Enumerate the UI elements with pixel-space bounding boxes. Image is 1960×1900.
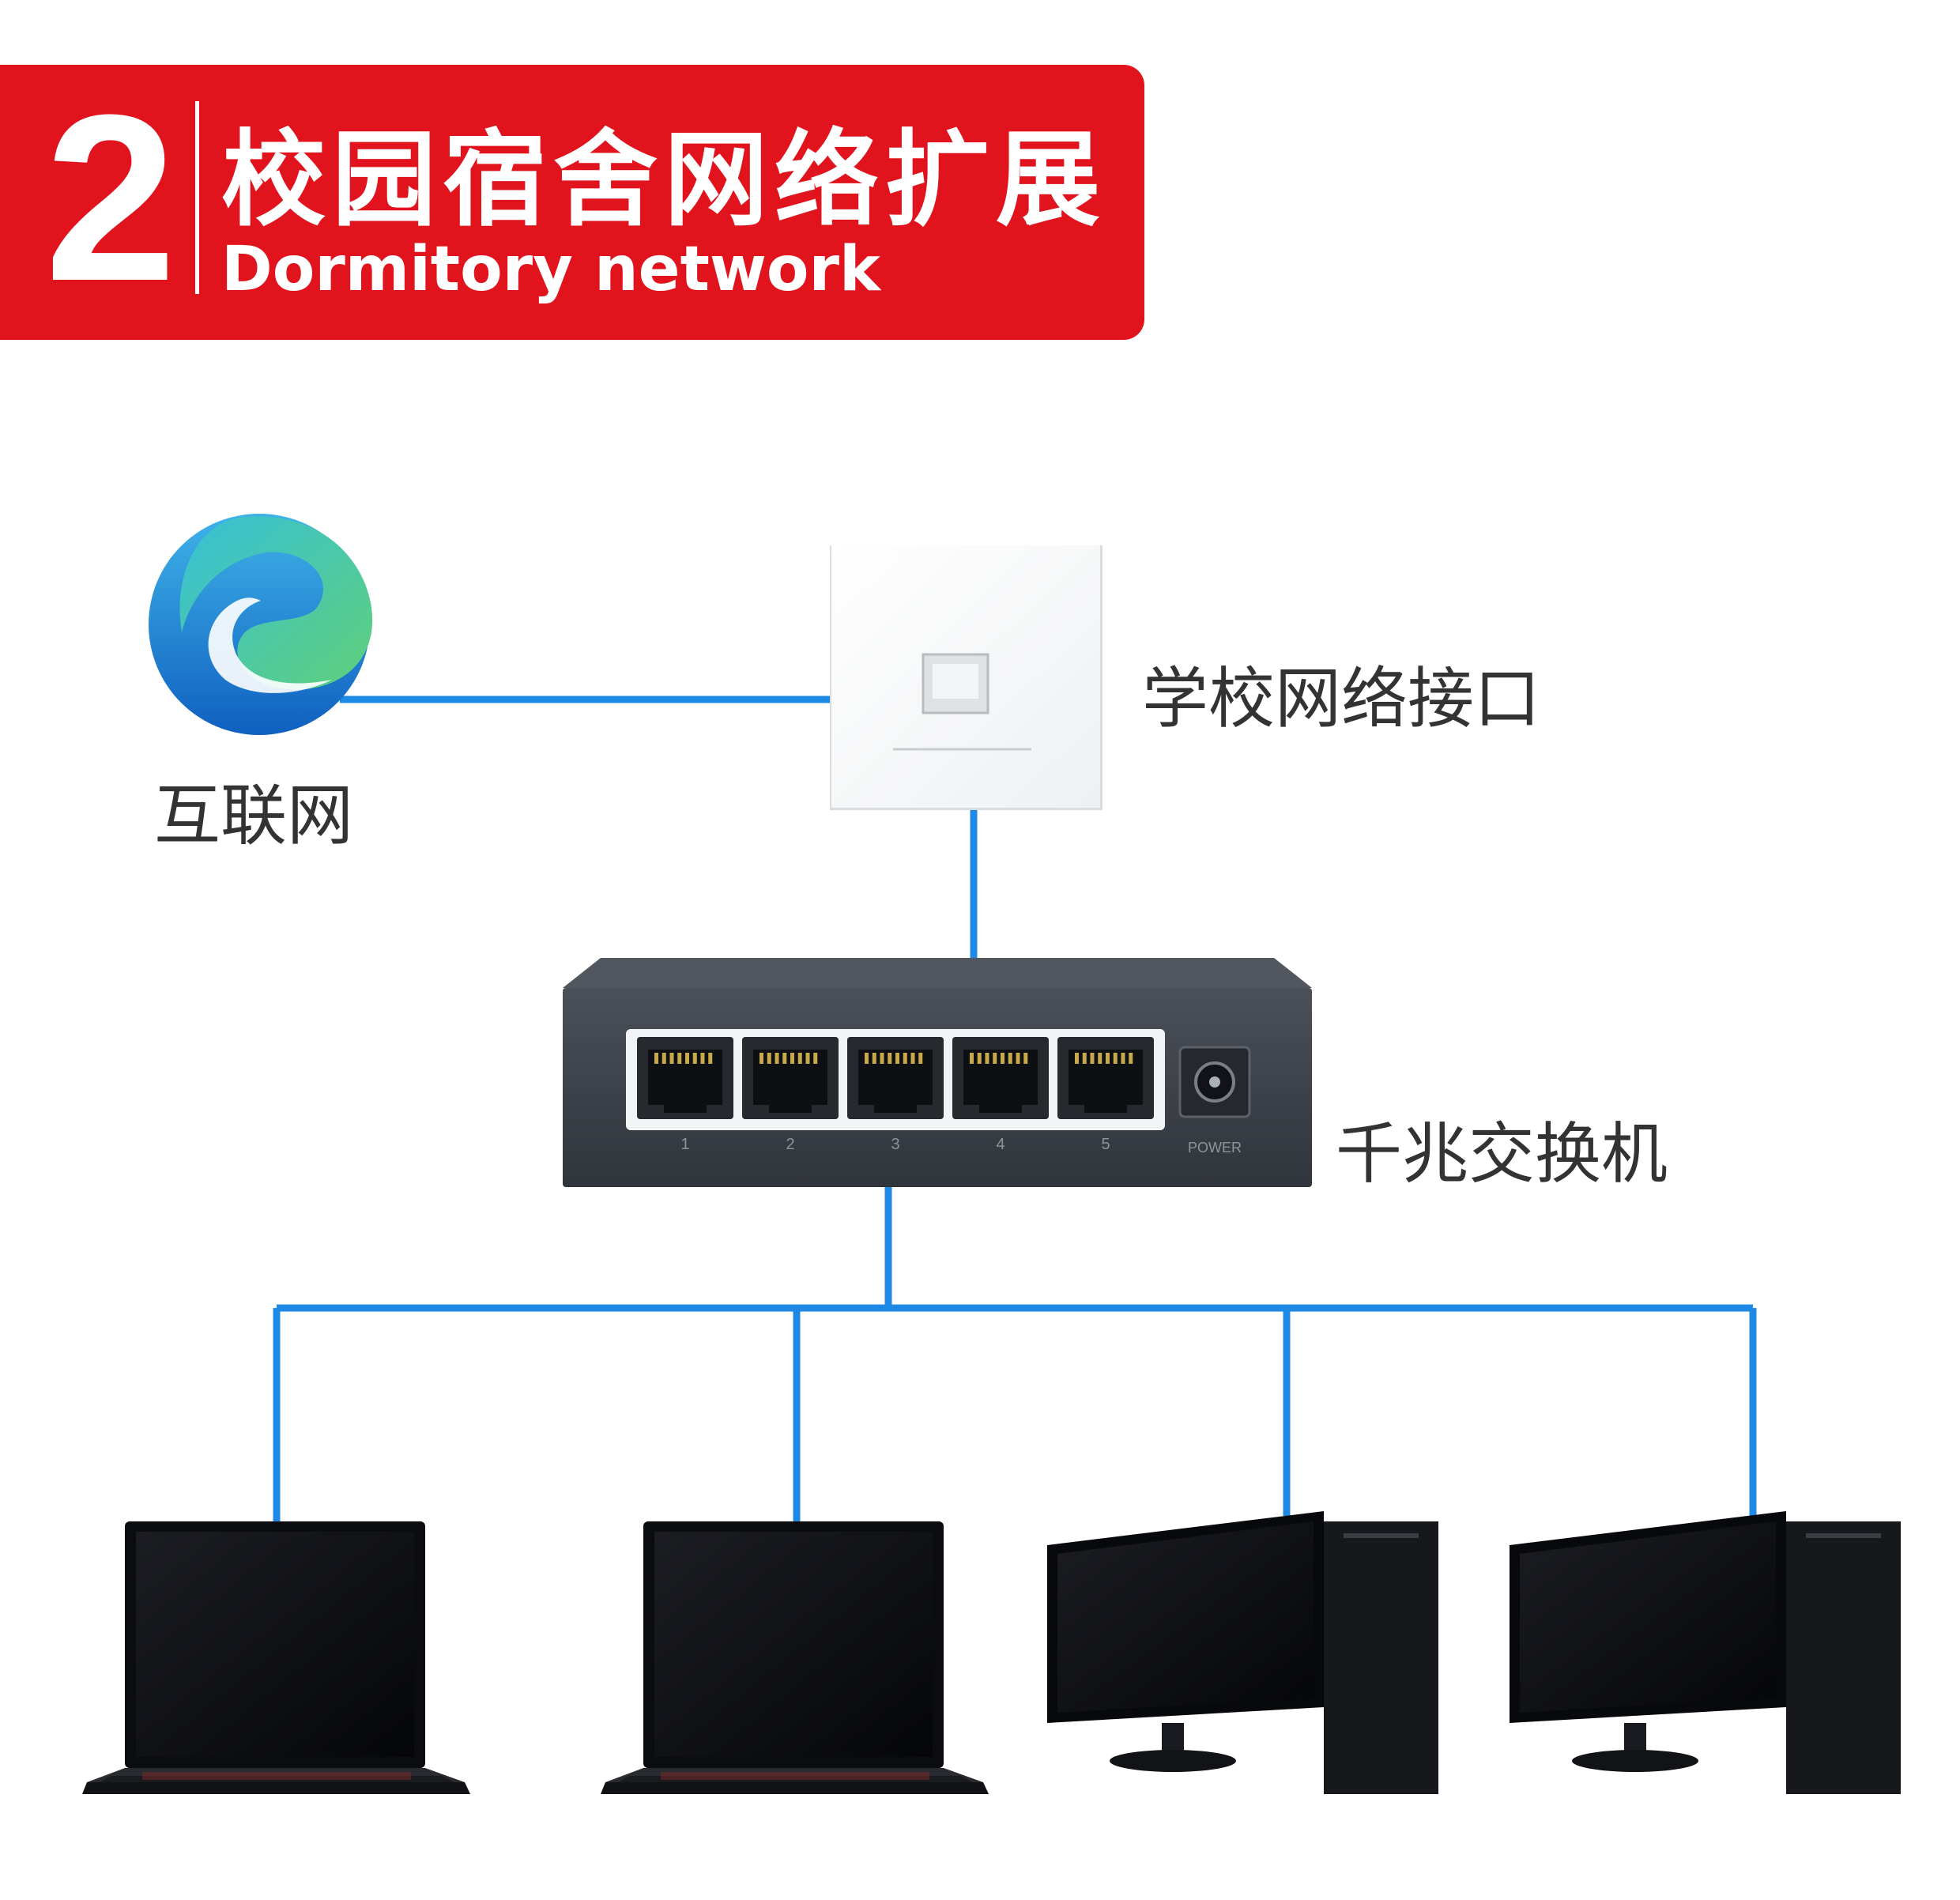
switch-ports: 1 2 3 4 5 <box>637 1037 1154 1153</box>
switch-port-4 <box>952 1037 1049 1119</box>
switch-port-1 <box>637 1037 733 1119</box>
switch-port-2 <box>742 1037 839 1119</box>
port-number-label: 1 <box>680 1136 689 1153</box>
port-number-label: 4 <box>996 1136 1004 1153</box>
laptop-icon <box>601 1521 989 1794</box>
banner-subtitle: Dormitory network <box>221 234 880 305</box>
section-number: 2 <box>44 65 177 330</box>
ethernet-wall-plate-icon <box>830 545 1102 810</box>
wall-port-label: 学校网络接口 <box>1142 660 1541 737</box>
power-jack <box>1178 1046 1251 1118</box>
power-label: POWER <box>1188 1140 1242 1155</box>
title-banner <box>0 65 1144 340</box>
connector-lines <box>273 696 1757 1521</box>
internet-label: 互联网 <box>154 777 354 854</box>
desktop-computer-icon <box>1047 1511 1438 1794</box>
laptop-icon <box>82 1521 470 1794</box>
switch-port-5 <box>1057 1037 1154 1119</box>
switch-label: 千兆交换机 <box>1336 1115 1668 1193</box>
edge-browser-icon <box>149 514 373 735</box>
port-number-label: 5 <box>1101 1136 1110 1153</box>
port-number-label: 2 <box>786 1136 794 1153</box>
banner-title: 校园宿舍网络扩展 <box>221 119 1106 241</box>
desktop-computer-icon <box>1510 1511 1901 1794</box>
port-number-label: 3 <box>891 1136 899 1153</box>
switch-port-3 <box>847 1037 944 1119</box>
banner-divider <box>195 101 199 294</box>
